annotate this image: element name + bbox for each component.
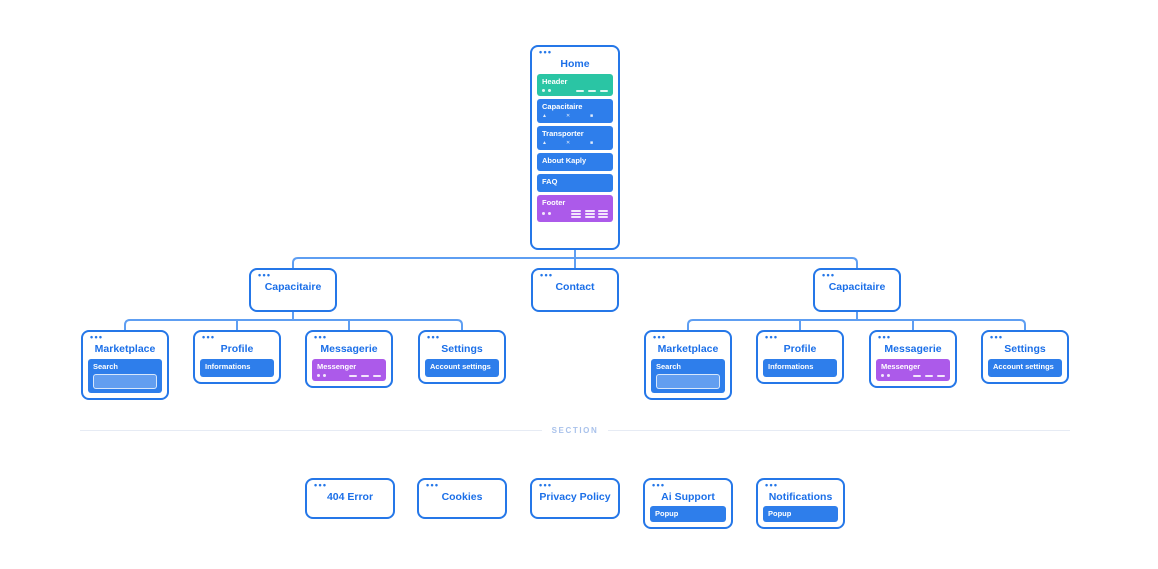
node-contact[interactable]: ••• Contact [531, 268, 619, 312]
section-messenger[interactable]: Messenger [312, 359, 386, 381]
section-popup[interactable]: Popup [650, 506, 726, 522]
avatar-dots-icon [881, 374, 890, 377]
menu-dots-icon[interactable]: ••• [822, 270, 836, 280]
menu-dots-icon[interactable]: ••• [990, 332, 1004, 342]
logo-dots-icon [542, 89, 551, 92]
node-title: Contact [555, 281, 595, 293]
menu-dots-icon[interactable]: ••• [765, 480, 779, 490]
node-cookies[interactable]: ••• Cookies [417, 478, 507, 519]
node-404-error[interactable]: ••• 404 Error [305, 478, 395, 519]
node-title: Notifications [768, 491, 833, 503]
node-marketplace-right[interactable]: ••• Marketplace Search [644, 330, 732, 400]
node-title: Cookies [441, 491, 483, 503]
message-lines-icon [913, 374, 945, 377]
logo-dots-icon [542, 212, 551, 216]
section-search[interactable]: Search [88, 359, 162, 393]
node-title: Settings [1004, 343, 1046, 355]
menu-dots-icon[interactable]: ••• [314, 480, 328, 490]
search-input-placeholder [93, 374, 157, 389]
menu-dots-icon[interactable]: ••• [652, 480, 666, 490]
node-title: Messagerie [884, 343, 942, 355]
section-divider: SECTION [80, 426, 1071, 435]
node-title: 404 Error [326, 491, 374, 503]
node-title: Profile [220, 343, 254, 355]
nav-links-icon [576, 89, 608, 92]
node-marketplace-left[interactable]: ••• Marketplace Search [81, 330, 169, 400]
image-icon: ▲ [542, 140, 547, 146]
node-title: Privacy Policy [539, 491, 611, 503]
node-notifications[interactable]: ••• Notifications Popup [756, 478, 845, 529]
menu-dots-icon[interactable]: ••• [540, 270, 554, 280]
node-title: Capacitaire [264, 281, 322, 293]
section-faq[interactable]: FAQ [537, 174, 613, 192]
section-informations[interactable]: Informations [200, 359, 274, 377]
menu-dots-icon[interactable]: ••• [878, 332, 892, 342]
image-icon: ▲ [542, 113, 547, 119]
section-account-settings[interactable]: Account settings [425, 359, 499, 377]
block-icon: ■ [590, 140, 594, 146]
node-title: Marketplace [94, 343, 156, 355]
section-footer[interactable]: Footer [537, 195, 613, 222]
node-title: Capacitaire [828, 281, 886, 293]
node-settings-right[interactable]: ••• Settings Account settings [981, 330, 1069, 384]
node-messagerie-right[interactable]: ••• Messagerie Messenger [869, 330, 957, 388]
close-icon: ✕ [566, 140, 571, 146]
search-input-placeholder [656, 374, 720, 389]
section-account-settings[interactable]: Account settings [988, 359, 1062, 377]
close-icon: ✕ [566, 113, 571, 119]
menu-dots-icon[interactable]: ••• [90, 332, 104, 342]
section-informations[interactable]: Informations [763, 359, 837, 377]
node-title: Ai Support [661, 491, 715, 503]
menu-dots-icon[interactable]: ••• [427, 332, 441, 342]
node-home[interactable]: ••• Home Header Capacitaire ▲ ✕ ■ Transp… [530, 45, 620, 250]
menu-dots-icon[interactable]: ••• [258, 270, 272, 280]
section-popup[interactable]: Popup [763, 506, 838, 522]
node-title: Home [560, 58, 590, 70]
section-divider-label: SECTION [551, 426, 599, 435]
node-capacitaire-right[interactable]: ••• Capacitaire [813, 268, 901, 312]
menu-dots-icon[interactable]: ••• [202, 332, 216, 342]
block-icon: ■ [590, 113, 594, 119]
menu-dots-icon[interactable]: ••• [653, 332, 667, 342]
section-search[interactable]: Search [651, 359, 725, 393]
home-sections: Header Capacitaire ▲ ✕ ■ Transporter ▲ [532, 70, 618, 227]
node-messagerie-left[interactable]: ••• Messagerie Messenger [305, 330, 393, 388]
message-lines-icon [349, 374, 381, 377]
node-ai-support[interactable]: ••• Ai Support Popup [643, 478, 733, 529]
section-capacitaire[interactable]: Capacitaire ▲ ✕ ■ [537, 99, 613, 123]
menu-dots-icon[interactable]: ••• [314, 332, 328, 342]
menu-dots-icon[interactable]: ••• [539, 480, 553, 490]
menu-dots-icon[interactable]: ••• [539, 47, 553, 57]
menu-dots-icon[interactable]: ••• [765, 332, 779, 342]
node-title: Messagerie [320, 343, 378, 355]
node-title: Marketplace [657, 343, 719, 355]
section-messenger[interactable]: Messenger [876, 359, 950, 381]
section-header[interactable]: Header [537, 74, 613, 96]
node-privacy-policy[interactable]: ••• Privacy Policy [530, 478, 620, 519]
footer-menus-icon [571, 210, 608, 218]
section-transporter[interactable]: Transporter ▲ ✕ ■ [537, 126, 613, 150]
node-profile-left[interactable]: ••• Profile Informations [193, 330, 281, 384]
node-profile-right[interactable]: ••• Profile Informations [756, 330, 844, 384]
avatar-dots-icon [317, 374, 326, 377]
node-title: Profile [783, 343, 817, 355]
section-about-kaply[interactable]: About Kaply [537, 153, 613, 171]
node-title: Settings [441, 343, 483, 355]
node-capacitaire-left[interactable]: ••• Capacitaire [249, 268, 337, 312]
menu-dots-icon[interactable]: ••• [426, 480, 440, 490]
node-settings-left[interactable]: ••• Settings Account settings [418, 330, 506, 384]
